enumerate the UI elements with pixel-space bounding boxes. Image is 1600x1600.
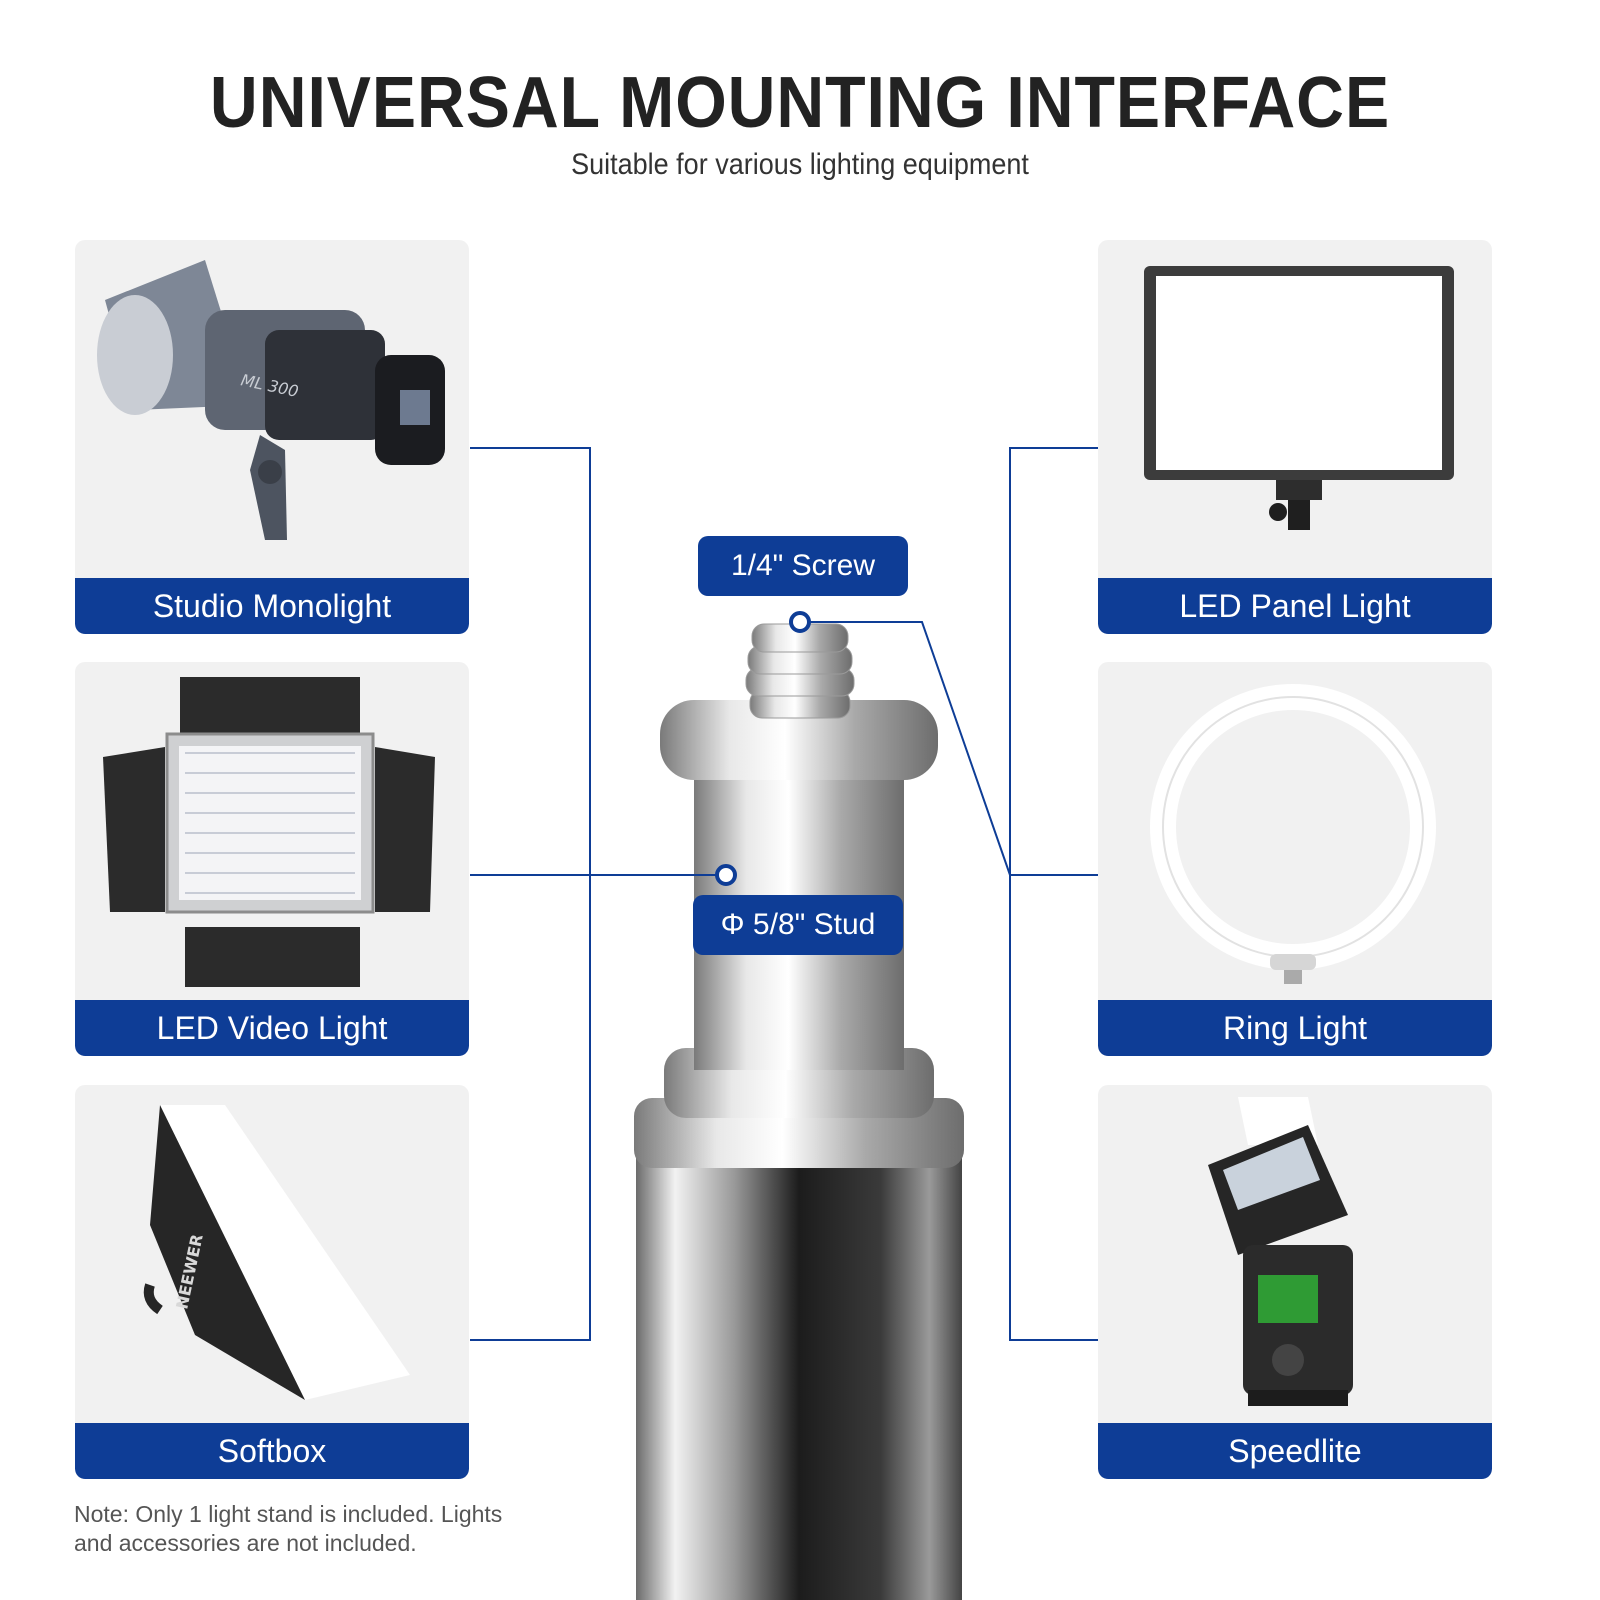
card-ring-light: Ring Light <box>1098 662 1492 1056</box>
callout-dot-stud <box>715 864 737 886</box>
card-led-panel-light: LED Panel Light <box>1098 240 1492 634</box>
ring-light-label: Ring Light <box>1098 1000 1492 1056</box>
studio-monolight-label: Studio Monolight <box>75 578 469 634</box>
card-speedlite: Speedlite <box>1098 1085 1492 1479</box>
led-video-light-label: LED Video Light <box>75 1000 469 1056</box>
stud-callout-label: Φ 5/8" Stud <box>720 908 876 941</box>
disclaimer-note: Note: Only 1 light stand is included. Li… <box>74 1501 503 1556</box>
speedlite-image <box>1208 1097 1353 1406</box>
card-studio-monolight: ML 300 Studio Monolight <box>75 240 469 634</box>
ring-light-image <box>1150 684 1436 984</box>
callout-dot-screw <box>789 611 811 633</box>
led-panel-light-image <box>1144 266 1454 530</box>
card-led-video-light: LED Video Light <box>75 662 469 1056</box>
screw-threads <box>745 623 855 719</box>
screw-callout: 1/4" Screw <box>698 536 908 596</box>
page-title: UNIVERSAL MOUNTING INTERFACE <box>209 63 1391 143</box>
softbox-label: Softbox <box>75 1423 469 1479</box>
softbox-image: NEEWER <box>143 1105 410 1400</box>
screw-callout-label: 1/4" Screw <box>730 549 876 582</box>
led-video-light-image <box>103 677 435 987</box>
card-softbox: NEEWER Softbox <box>75 1085 469 1479</box>
stud-callout: Φ 5/8" Stud <box>693 895 903 955</box>
studio-monolight-image: ML 300 <box>97 260 445 540</box>
page-subtitle: Suitable for various lighting equipment <box>571 148 1029 181</box>
led-panel-light-label: LED Panel Light <box>1098 578 1492 634</box>
speedlite-label: Speedlite <box>1098 1423 1492 1479</box>
